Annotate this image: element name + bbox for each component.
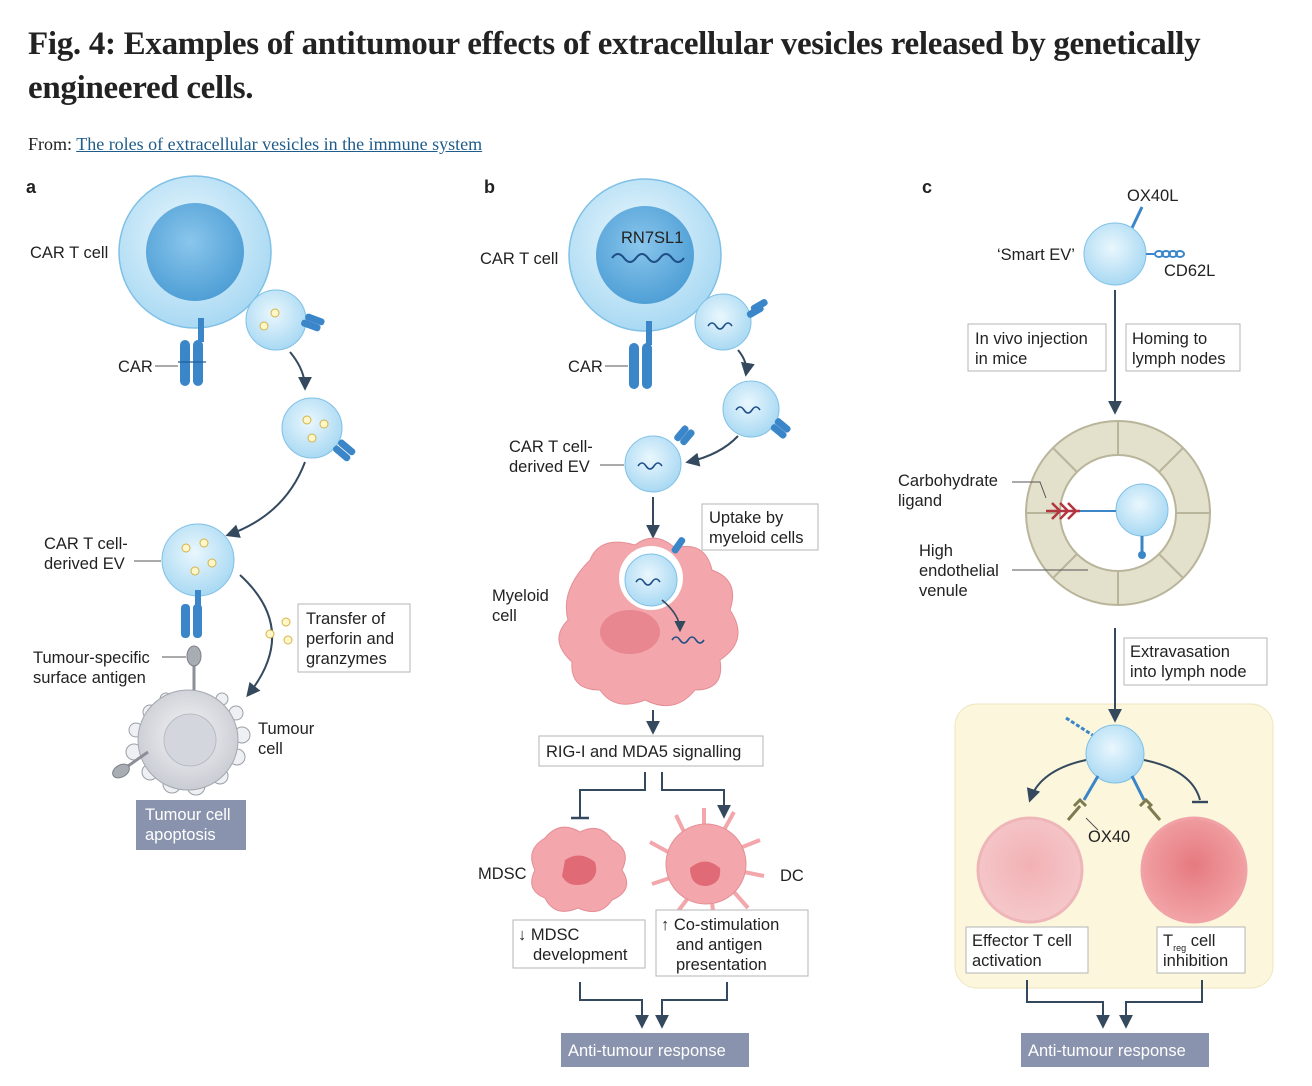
- response-box-b: [561, 1033, 749, 1067]
- tumour-antigen: [186, 645, 202, 690]
- ev-traveling: [281, 397, 356, 462]
- source-line: From: The roles of extracellular vesicle…: [28, 134, 482, 155]
- response-c-text: Anti-tumour response: [1028, 1042, 1186, 1060]
- apoptosis-line1: Tumour cell: [145, 806, 231, 824]
- response-b-text: Anti-tumour response: [568, 1042, 726, 1060]
- tumour-cell: [112, 689, 251, 796]
- uptake-line1: Uptake by: [709, 509, 784, 527]
- ev-b: [624, 425, 695, 493]
- tumour-line2: cell: [258, 740, 283, 758]
- dc-cell: [649, 808, 765, 921]
- panel-a-letter: a: [26, 177, 37, 197]
- car-t-cell-label: CAR T cell: [30, 244, 108, 262]
- hev-line2: endothelial: [919, 562, 999, 580]
- ox40-label: OX40: [1088, 828, 1130, 846]
- mdsc-label: MDSC: [478, 865, 527, 883]
- ox40l-label: OX40L: [1127, 187, 1178, 205]
- ev-b-line2: derived EV: [509, 458, 590, 476]
- myeloid-cell: [558, 537, 739, 707]
- costim-box: [655, 909, 809, 977]
- myeloid-line2: cell: [492, 607, 517, 625]
- injection-box: [967, 323, 1107, 372]
- carb-line2: ligand: [898, 492, 942, 510]
- rna-label: RN7SL1: [621, 229, 683, 247]
- homing-line2: lymph nodes: [1132, 350, 1226, 368]
- transfer-box: [297, 603, 411, 673]
- mdsc-dev-box: [512, 919, 646, 969]
- hev-line1: High: [919, 542, 953, 560]
- homing-line1: Homing to: [1132, 330, 1207, 348]
- extravasation-box: [1123, 637, 1268, 686]
- effector-box: [965, 926, 1089, 974]
- ev-b-line1: CAR T cell-: [509, 438, 593, 456]
- extravasation-line1: Extravasation: [1130, 643, 1230, 661]
- ev-label-line2: derived EV: [44, 555, 125, 573]
- from-label: From:: [28, 134, 73, 154]
- costim-line1: ↑ Co-stimulation: [661, 916, 779, 934]
- hev-line3: venule: [919, 582, 968, 600]
- smart-ev-label: ‘Smart EV’: [997, 246, 1075, 264]
- injection-line1: In vivo injection: [975, 330, 1088, 348]
- mdsc-dev-line1: ↓ MDSC: [518, 926, 580, 944]
- panel-c: c OX40L ‘Smart EV’ CD62L In vivo injecti…: [898, 177, 1274, 1067]
- uptake-line2: myeloid cells: [709, 529, 803, 547]
- transfer-line3: granzymes: [306, 650, 387, 668]
- carb-line1: Carbohydrate: [898, 472, 998, 490]
- ev-label-line1: CAR T cell-: [44, 535, 128, 553]
- figure-title: Fig. 4: Examples of antitumour effects o…: [28, 26, 1201, 106]
- smart-ev: [1083, 206, 1185, 286]
- signalling-text: RIG-I and MDA5 signalling: [546, 743, 741, 761]
- rna-strand: [611, 253, 685, 263]
- signalling-box: [538, 735, 764, 767]
- antigen-line2: surface antigen: [33, 669, 146, 687]
- response-box-c: [1021, 1033, 1209, 1067]
- extravasation-line2: into lymph node: [1130, 663, 1247, 681]
- injection-line2: in mice: [975, 350, 1027, 368]
- treg-line2: inhibition: [1163, 952, 1228, 970]
- car-t-cell-nucleus: [146, 203, 244, 301]
- costim-line3: presentation: [676, 956, 767, 974]
- treg-line1: Treg cell: [1163, 932, 1215, 953]
- panel-a: a CAR T cell CAR: [26, 175, 411, 850]
- ev-budding: [245, 289, 325, 351]
- effector-t-cell: [976, 816, 1084, 924]
- panel-b-letter: b: [484, 177, 495, 197]
- tumour-line1: Tumour: [258, 720, 315, 738]
- mdsc-dev-line2: development: [533, 946, 628, 964]
- car-t-cell-b-label: CAR T cell: [480, 250, 558, 268]
- treg-cell: [1140, 816, 1248, 924]
- dc-label: DC: [780, 867, 804, 885]
- apoptosis-box: [136, 800, 246, 850]
- effector-line2: activation: [972, 952, 1042, 970]
- antigen-line1: Tumour-specific: [33, 649, 150, 667]
- smart-ev-lymph: [1065, 716, 1146, 801]
- panel-c-letter: c: [922, 177, 932, 197]
- effector-line1: Effector T cell: [972, 932, 1072, 950]
- ox40-receptors: [1066, 797, 1162, 821]
- uptake-box: [701, 503, 819, 551]
- costim-line2: and antigen: [676, 936, 762, 954]
- ev-budding-b: [694, 293, 768, 351]
- myeloid-line1: Myeloid: [492, 587, 549, 605]
- treg-box: [1156, 926, 1246, 974]
- homing-box: [1125, 323, 1241, 372]
- apoptosis-line2: apoptosis: [145, 826, 216, 844]
- ev-traveling-b: [722, 380, 791, 439]
- panel-b: b RN7SL1 CAR T cell CAR: [478, 177, 819, 1067]
- transfer-line1: Transfer of: [306, 610, 386, 628]
- car-receptor-b: [629, 321, 652, 389]
- high-endothelial-venule: [1025, 420, 1211, 606]
- transfer-line2: perforin and: [306, 630, 394, 648]
- cd62l-label: CD62L: [1164, 262, 1215, 280]
- car-label: CAR: [118, 358, 153, 376]
- ev-docked: [161, 523, 235, 638]
- source-article-link[interactable]: The roles of extracellular vesicles in t…: [76, 134, 483, 154]
- mdsc-cell: [531, 826, 628, 913]
- car-receptor: [178, 318, 206, 386]
- car-b-label: CAR: [568, 358, 603, 376]
